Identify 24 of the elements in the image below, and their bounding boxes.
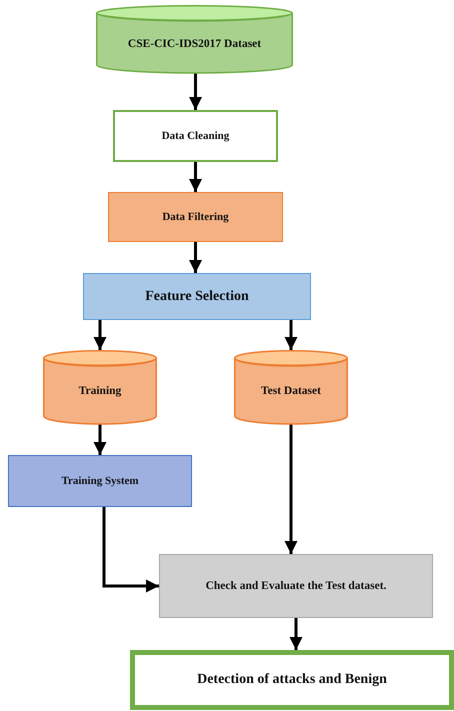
node-label: Training — [78, 385, 122, 397]
node-label: Data Cleaning — [162, 130, 230, 142]
node-label: Feature Selection — [145, 288, 249, 304]
process-box — [113, 110, 278, 162]
arrow — [284, 424, 298, 554]
process-box — [159, 554, 433, 618]
arrow — [102, 507, 159, 592]
node-label: CSE-CIC-IDS2017 Dataset — [128, 38, 262, 50]
node-label: Detection of attacks and Benign — [197, 672, 387, 688]
node-label: Data Filtering — [162, 211, 229, 223]
node-label: Check and Evaluate the Test dataset. — [206, 580, 386, 592]
node-label: Training System — [61, 475, 139, 487]
arrow — [94, 424, 106, 455]
arrow — [189, 162, 202, 192]
arrow — [94, 320, 106, 350]
process-box — [83, 273, 311, 320]
process-box — [108, 192, 283, 242]
arrow — [290, 618, 302, 650]
arrow — [284, 320, 298, 350]
process-box — [8, 455, 192, 507]
process-box — [130, 650, 454, 710]
arrow — [189, 73, 202, 110]
node-label: Test Dataset — [261, 385, 321, 397]
arrow — [189, 242, 202, 273]
